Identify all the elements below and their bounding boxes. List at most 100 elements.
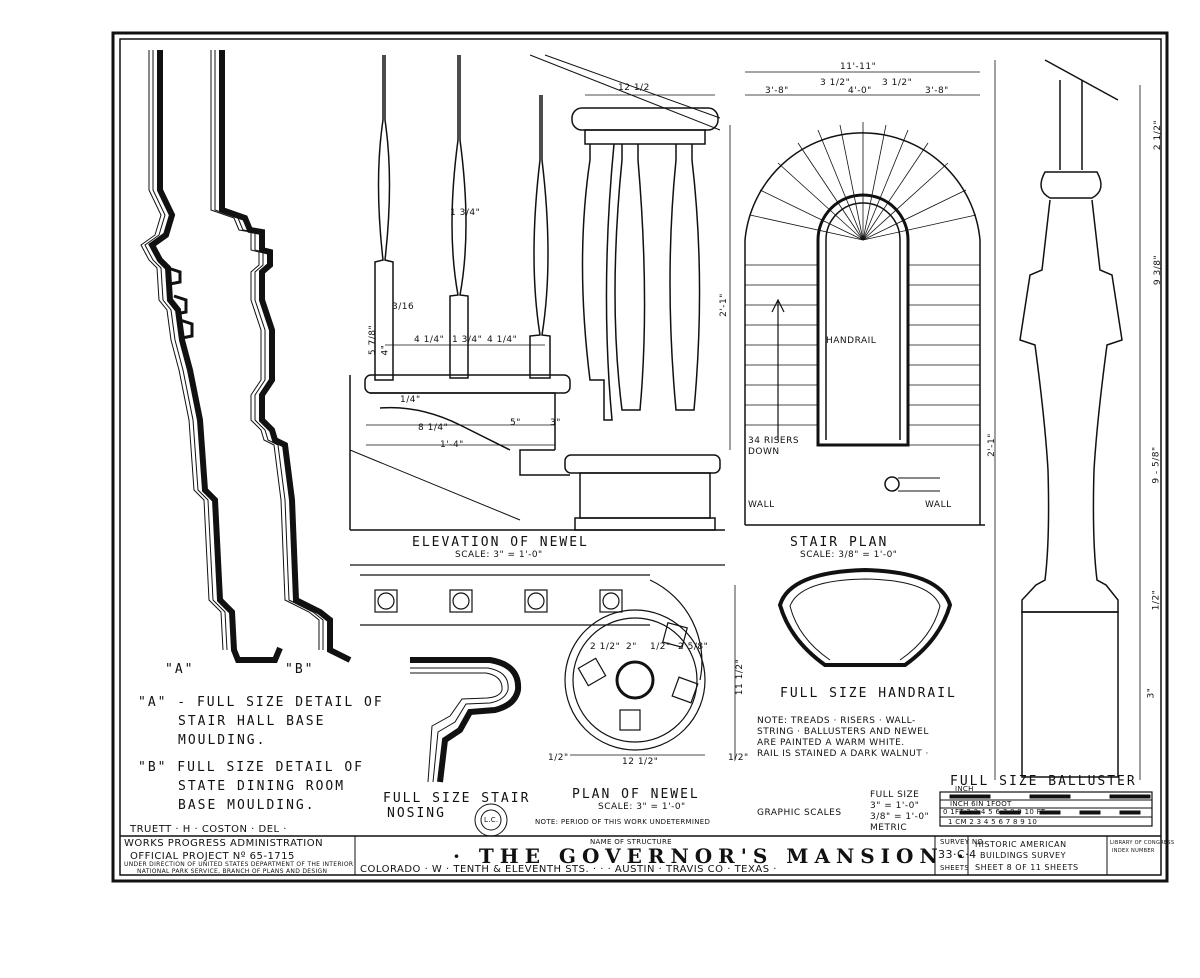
handrail-note-2: STRING · BALLUSTERS AND NEWEL <box>757 727 929 737</box>
stair-wall-left: WALL <box>748 500 775 510</box>
gs-3in: 3" = 1'-0" <box>870 801 920 811</box>
np-d-2-5-8: 2 5/8" <box>678 642 709 652</box>
np-d-1-2-b: 1/2" <box>548 753 569 763</box>
label-b: "B" <box>285 662 315 677</box>
np-d-1-2-c: 1/2" <box>728 753 749 763</box>
np-d-1-2-a: 1/2" <box>650 642 671 652</box>
stair-plan-scale: SCALE: 3/8" = 1'-0" <box>800 550 898 560</box>
wpa-line-2: OFFICIAL PROJECT Nº 65-1715 <box>130 851 295 862</box>
np-d-2-1-2: 2 1/2" <box>590 642 621 652</box>
stair-risers-2: DOWN <box>748 447 780 457</box>
stair-plan-title: STAIR PLAN <box>790 535 889 550</box>
stair-d-35-left: 3 1/2" <box>820 78 851 88</box>
moulding-a-desc-2: STAIR HALL BASE <box>178 714 326 729</box>
handrail-note-4: RAIL IS STAINED A DARK WALNUT · <box>757 749 929 759</box>
habs-line-1: HISTORIC AMERICAN <box>975 840 1067 849</box>
gs-row-3: 0 1FT 2 3 4 5 6 7 8 9 10 FT <box>943 808 1046 816</box>
newel-plan <box>350 564 736 760</box>
elevation-title: ELEVATION OF NEWEL <box>412 535 589 550</box>
structure-name: · THE GOVERNOR'S MANSION · <box>453 844 970 868</box>
dim-1-4: 1/4" <box>400 395 421 405</box>
gs-row-2: INCH 6IN 1FOOT <box>950 800 1012 808</box>
stair-nosing-profile <box>410 657 522 783</box>
stair-d-4-0: 4'-0" <box>848 86 872 96</box>
moulding-a-desc-3: MOULDING. <box>178 733 267 748</box>
bal-d-2-1-2: 2 1/2" <box>1153 119 1164 151</box>
habs-line-2: BUILDINGS SURVEY <box>980 851 1066 860</box>
dim-4: 4" <box>380 344 391 356</box>
np-d-2: 2" <box>626 642 637 652</box>
wpa-line-4: NATIONAL PARK SERVICE, BRANCH OF PLANS A… <box>137 868 328 875</box>
nosing-title-1: FULL SIZE STAIR <box>383 791 531 806</box>
dim-baluster-dia: 1 3/4" <box>450 208 481 218</box>
newel-plan-note: NOTE: PERIOD OF THIS WORK UNDETERMINED <box>535 818 711 826</box>
gs-inch: INCH <box>955 785 974 793</box>
moulding-profile-a <box>140 50 283 663</box>
baluster-elevation <box>994 59 1141 780</box>
bal-d-9-3-8: 9 3/8" <box>1153 254 1164 286</box>
handrail-section <box>777 567 953 667</box>
stair-wall-right: WALL <box>925 500 952 510</box>
dim-top-width: 12 1/2 <box>618 83 650 93</box>
seal-text: L.C. <box>484 816 499 824</box>
sheet-of: SHEET 8 OF 11 SHEETS <box>975 863 1079 872</box>
gs-row-4: 1 CM 2 3 4 5 6 7 8 9 10 <box>948 818 1038 826</box>
delineator: TRUETT · H · COSTON · DEL · <box>130 824 287 835</box>
graphic-scale-bars <box>939 791 1153 827</box>
bal-d-3: 3" <box>1146 687 1157 699</box>
sheets-label: SHEETS <box>940 864 970 872</box>
loc-line-2: INDEX NUMBER <box>1112 848 1155 854</box>
graphic-scales-label: GRAPHIC SCALES <box>757 808 842 818</box>
dim-3-16: 3/16 <box>392 302 415 312</box>
moulding-b-desc-3: BASE MOULDING. <box>178 798 316 813</box>
gs-full-size: FULL SIZE <box>870 790 920 800</box>
elevation-scale: SCALE: 3" = 1'-0" <box>455 550 543 560</box>
newel-plan-title: PLAN OF NEWEL <box>572 787 700 802</box>
section-dividers <box>120 835 1161 875</box>
handrail-title: FULL SIZE HANDRAIL <box>780 686 957 701</box>
bal-d-2-1: 2'-1" <box>986 433 997 457</box>
handrail-note-3: ARE PAINTED A WARM WHITE. <box>757 738 905 748</box>
dim-3: 3" <box>550 418 561 428</box>
dim-spacing-b: 4 1/4" <box>487 335 518 345</box>
gs-3-8in: 3/8" = 1'-0" <box>870 812 930 822</box>
survey-number: 33·C·4 <box>938 848 977 861</box>
bal-d-1-2: 1/2" <box>1151 589 1162 611</box>
moulding-a-desc-1: "A" - FULL SIZE DETAIL OF <box>138 695 384 710</box>
stair-plan <box>744 71 985 526</box>
stair-d-right: 3'-8" <box>925 86 949 96</box>
newel-elevation <box>349 54 731 531</box>
nosing-title-2: NOSING <box>387 806 446 821</box>
stair-d-left: 3'-8" <box>765 86 789 96</box>
np-d-11-1-2: 11 1/2" <box>735 658 746 696</box>
dim-2-1: 2'-1" <box>718 293 729 317</box>
outer-border <box>111 31 1169 883</box>
inner-border <box>119 38 1162 876</box>
name-of-structure-label: NAME OF STRUCTURE <box>590 838 672 846</box>
stair-overall: 11'-11" <box>840 62 877 72</box>
np-d-12-1-2: 12 1/2" <box>622 757 659 767</box>
dim-5: 5" <box>510 418 521 428</box>
moulding-b-desc-1: "B" FULL SIZE DETAIL OF <box>138 760 365 775</box>
wpa-line-3: UNDER DIRECTION OF UNITED STATES DEPARTM… <box>124 861 354 868</box>
dim-spacing-mid: 1 3/4" <box>452 335 483 345</box>
gs-metric: METRIC <box>870 823 908 833</box>
moulding-profile-b <box>210 50 352 663</box>
handrail-note-1: NOTE: TREADS · RISERS · WALL- <box>757 716 916 726</box>
library-seal <box>474 803 508 837</box>
dim-spacing-a: 4 1/4" <box>414 335 445 345</box>
label-a: "A" <box>165 662 195 677</box>
dim-5-7-8: 5 7/8" <box>368 324 379 356</box>
bal-d-9-5-8: 9 - 5/8" <box>1151 446 1162 484</box>
survey-label: SURVEY NO. <box>940 838 986 846</box>
stair-risers-1: 34 RISERS <box>748 436 800 446</box>
stair-handrail-label: HANDRAIL <box>826 336 877 346</box>
loc-line-1: LIBRARY OF CONGRESS <box>1110 840 1175 846</box>
dim-8-1-4: 8 1/4" <box>418 423 449 433</box>
baluster-title: FULL SIZE BALLUSTER <box>950 774 1137 789</box>
dim-1-4-ft: 1'-4" <box>440 440 464 450</box>
wpa-line-1: WORKS PROGRESS ADMINISTRATION <box>124 838 324 849</box>
moulding-b-desc-2: STATE DINING ROOM <box>178 779 346 794</box>
stair-d-35-right: 3 1/2" <box>882 78 913 88</box>
